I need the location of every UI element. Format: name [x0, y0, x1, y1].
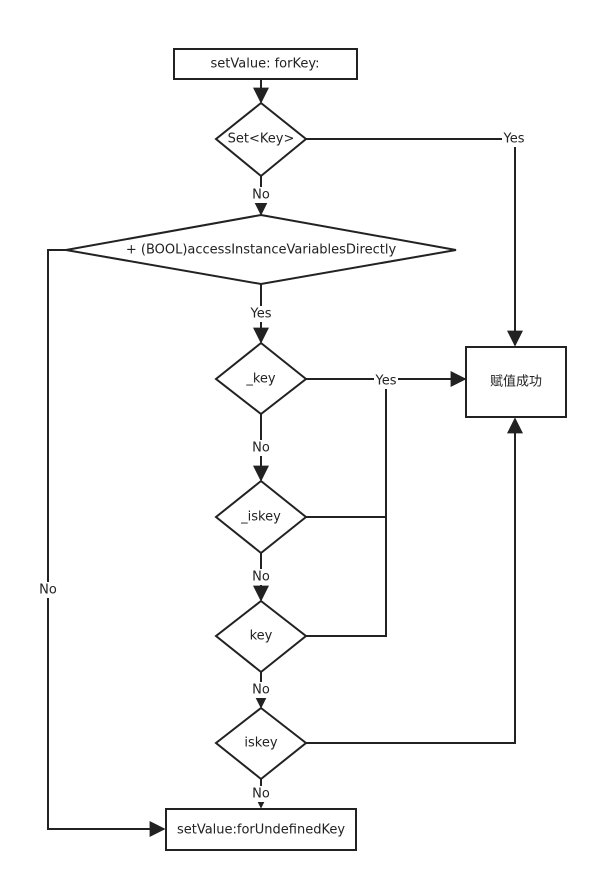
node-set-key-label: Set<Key>: [228, 132, 295, 147]
node-key: key: [214, 599, 308, 674]
node-access-label: + (BOOL)accessInstanceVariablesDirectly: [126, 243, 397, 258]
label-set-yes: Yes: [503, 132, 525, 147]
edge-key-merge: [306, 517, 387, 637]
node-success-label: 赋值成功: [490, 374, 542, 390]
edge-labels: Yes No Yes No Yes No No No No: [37, 131, 526, 802]
node-success: 赋值成功: [465, 346, 567, 418]
label-key-no: No: [252, 683, 270, 698]
label-iskey-no: No: [252, 787, 270, 802]
node-start: setValue: forKey:: [173, 48, 358, 80]
node-set-key: Set<Key>: [214, 101, 308, 178]
node-underscore-iskey-label: _iskey: [240, 510, 281, 525]
edges: [47, 79, 523, 837]
node-underscore-key-label: _key: [245, 372, 276, 387]
edge-iskey-to-success: [306, 417, 523, 744]
label-access-no: No: [39, 583, 57, 598]
node-access: + (BOOL)accessInstanceVariablesDirectly: [65, 213, 457, 286]
edge-iskey-merge: [306, 379, 387, 518]
node-iskey: iskey: [214, 706, 308, 781]
node-underscore-iskey: _iskey: [214, 479, 308, 555]
label-ivar-yes: Yes: [375, 374, 397, 389]
node-key-label: key: [250, 629, 273, 644]
label-underscore-key-no: No: [252, 441, 270, 456]
node-underscore-key: _key: [214, 341, 308, 416]
node-undefined-label: setValue:forUndefinedKey: [177, 823, 345, 838]
node-undefined: setValue:forUndefinedKey: [165, 808, 357, 851]
edge-access-no: [47, 249, 166, 837]
node-start-label: setValue: forKey:: [211, 57, 320, 72]
label-set-no: No: [252, 188, 270, 203]
label-access-yes: Yes: [250, 307, 272, 322]
node-iskey-label: iskey: [244, 736, 277, 751]
label-underscore-iskey-no: No: [252, 570, 270, 585]
